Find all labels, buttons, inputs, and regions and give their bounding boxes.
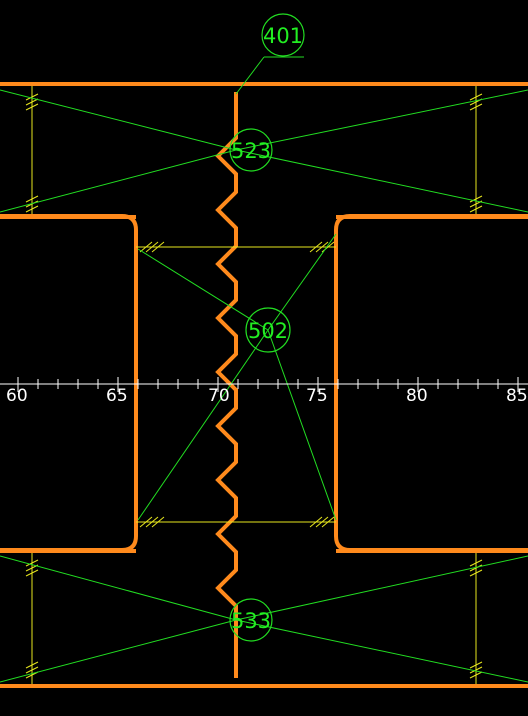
axis-tick-label-60: 60 [6,386,28,406]
callout-533-label: 533 [231,609,271,633]
axis-tick-label-80: 80 [406,386,428,406]
callout-401-label: 401 [263,24,303,48]
callout-523-label: 523 [231,139,271,163]
dimension-axis: 60 65 70 75 80 85 [0,377,528,406]
axis-tick-label-75: 75 [306,386,328,406]
axis-tick-label-70: 70 [208,386,230,406]
axis-tick-label-65: 65 [106,386,128,406]
zigzag-web-member [215,92,238,678]
callout-523: 523 [229,128,273,172]
callout-502: 502 [245,307,291,353]
right-channel-outline [334,214,528,552]
yellow-bracing [25,86,483,684]
green-leader-lines [0,56,528,683]
left-channel-outline [0,214,138,552]
callout-401: 401 [261,13,305,57]
callout-502-label: 502 [248,319,288,343]
axis-tick-label-85: 85 [506,386,528,406]
callout-533: 533 [229,598,273,642]
